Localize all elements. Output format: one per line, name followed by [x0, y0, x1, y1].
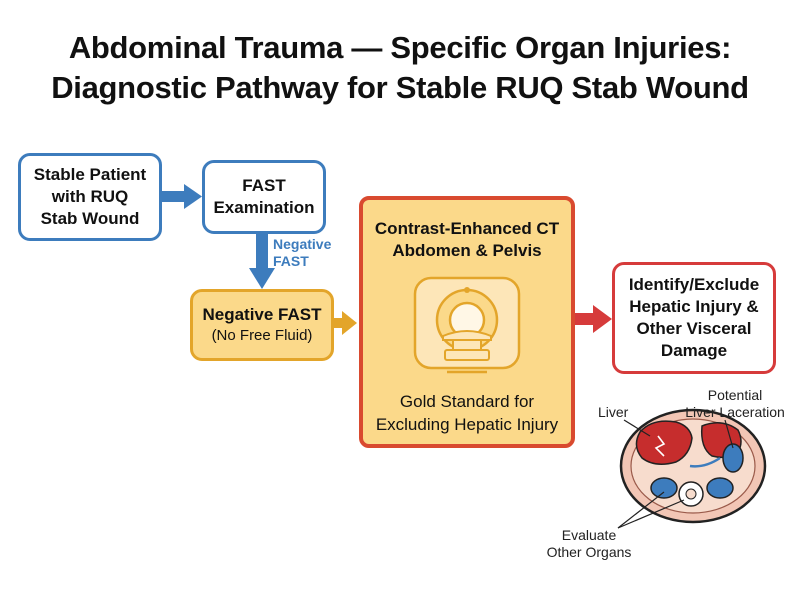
negfast-line-1: Negative FAST [202, 305, 322, 324]
negfast-line-2: (No Free Fluid) [211, 327, 313, 344]
negative-fast-node: Negative FAST (No Free Fluid) [190, 289, 334, 361]
laceration-line-1: Potential [707, 387, 763, 403]
title-line-2: Diagnostic Pathway for Stable RUQ Stab W… [51, 70, 749, 105]
stable-patient-node: Stable Patient with RUQ Stab Wound [18, 153, 162, 241]
identify-line-2: Hepatic Injury & [629, 297, 759, 316]
evaluate-line-2: Other Organs [546, 544, 632, 560]
ct-title: Contrast-Enhanced CT Abdomen & Pelvis [375, 218, 559, 262]
ct-caption: Gold Standard for Excluding Hepatic Inju… [376, 390, 558, 436]
evaluate-pointer-1 [617, 491, 665, 529]
title-line-1: Abdominal Trauma — Specific Organ Injuri… [68, 30, 732, 65]
edge-label-line-1: Negative [273, 236, 332, 252]
identify-line-1: Identify/Exclude [628, 275, 760, 294]
laceration-line-2: Liver Laceration [685, 404, 785, 420]
stable-line-2: with RUQ [51, 187, 129, 206]
ct-caption-line-2: Excluding Hepatic Injury [375, 415, 559, 434]
ct-scan-node: Contrast-Enhanced CT Abdomen & Pelvis Go… [359, 196, 575, 448]
ct-caption-line-1: Gold Standard for [399, 392, 535, 411]
evaluate-pointer-2 [617, 499, 685, 529]
identify-line-4: Damage [660, 341, 728, 360]
evaluate-organs-label: Evaluate Other Organs [534, 527, 644, 561]
identify-exclude-node: Identify/Exclude Hepatic Injury & Other … [612, 262, 776, 374]
diagram-title: Abdominal Trauma — Specific Organ Injuri… [0, 28, 800, 108]
arrow-fast-to-negative [249, 234, 275, 289]
edge-label-line-2: FAST [273, 253, 309, 269]
ct-scanner-icon [413, 276, 521, 374]
fast-line-1: FAST [242, 176, 286, 195]
arrow-negative-to-ct [334, 311, 357, 335]
ct-title-line-2: Abdomen & Pelvis [392, 241, 542, 260]
stable-line-3: Stab Wound [40, 209, 140, 228]
arrow-ct-to-identify [575, 305, 612, 333]
evaluate-line-1: Evaluate [561, 527, 617, 543]
negative-fast-edge-label: Negative FAST [273, 236, 331, 270]
liver-label: Liver [598, 404, 629, 420]
laceration-pointer [724, 419, 734, 449]
liver-laceration-label: Potential Liver Laceration [676, 387, 794, 421]
stable-line-1: Stable Patient [33, 165, 147, 184]
liver-pointer [623, 419, 651, 437]
ct-title-line-1: Contrast-Enhanced CT [374, 219, 560, 238]
fast-examination-node: FAST Examination [202, 160, 326, 234]
identify-line-3: Other Visceral [636, 319, 752, 338]
arrow-stable-to-fast [162, 184, 202, 209]
fast-line-2: Examination [213, 198, 315, 217]
